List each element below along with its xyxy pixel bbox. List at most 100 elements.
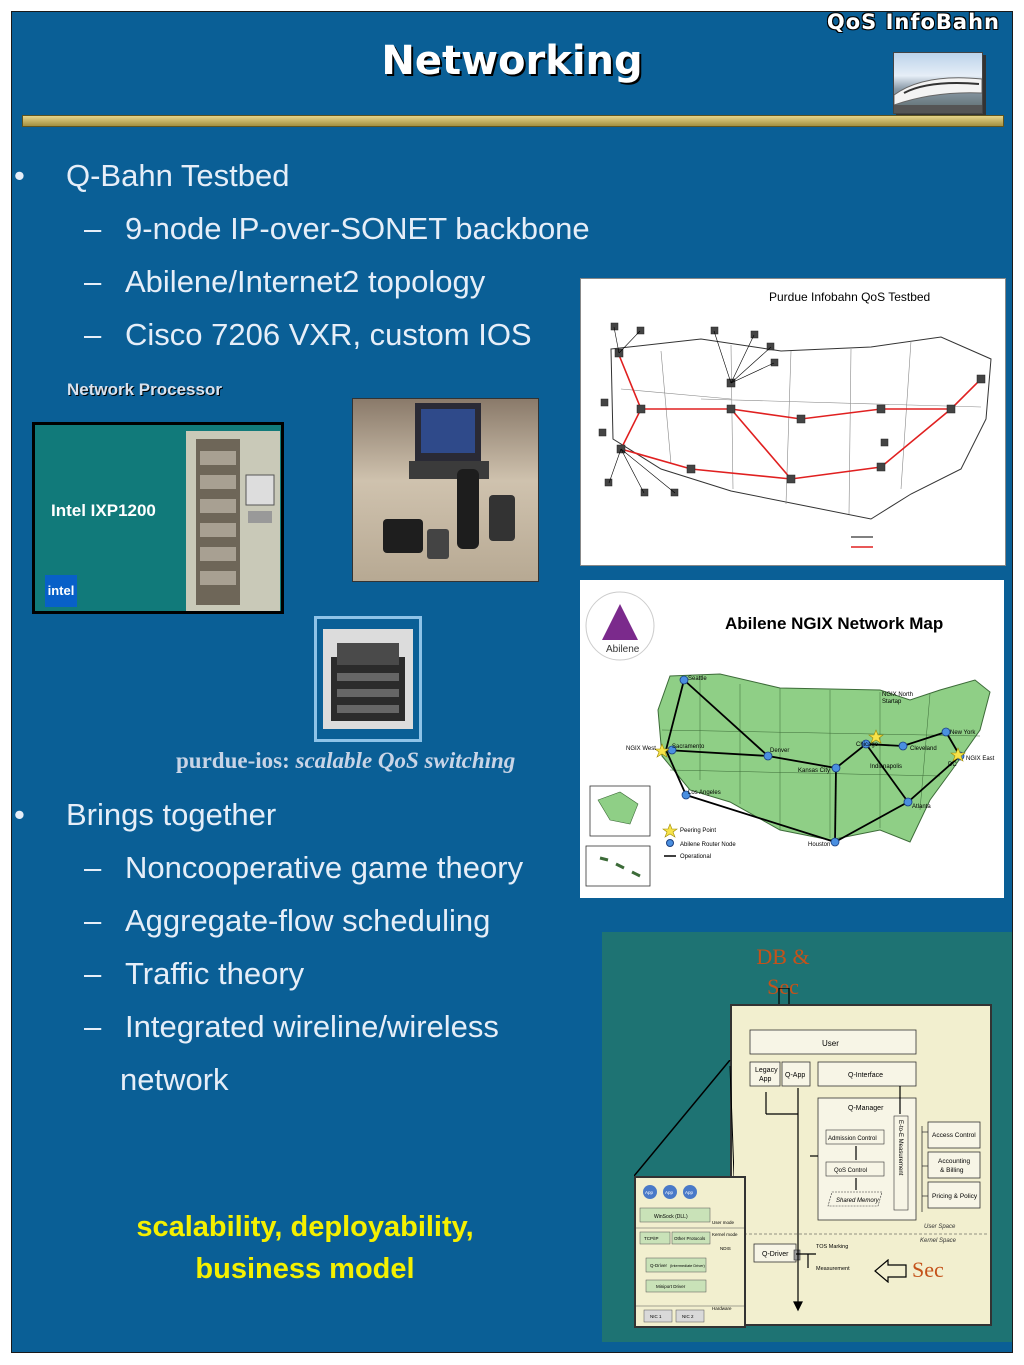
testbed-map-graphic: Purdue Infobahn QoS Testbed	[598, 290, 992, 548]
label-cleveland: Cleveland	[910, 746, 937, 752]
box-accounting-1: Accounting	[938, 1158, 971, 1165]
label-new-york: New York	[950, 730, 976, 736]
rack-image	[186, 431, 280, 611]
box-legacy-app-1: Legacy	[755, 1067, 778, 1074]
label-ngix-west: NGIX West	[626, 746, 656, 752]
box-user: User	[822, 1039, 839, 1048]
subbullet-game-theory: Noncooperative game theory	[125, 850, 524, 885]
tos-marking-label: TOS Marking	[816, 1244, 848, 1250]
caption-bold: purdue-ios:	[176, 748, 296, 773]
label-houston: Houston	[808, 842, 830, 848]
wireless-devices-photo	[352, 398, 539, 582]
bullet-testbed: Q-Bahn Testbed	[66, 158, 290, 193]
ixp-label: Intel IXP1200	[51, 501, 156, 520]
box-admission-control: Admission Control	[828, 1136, 877, 1142]
box-pricing-policy: Pricing & Policy	[932, 1193, 978, 1200]
caption-italic: scalable QoS switching	[295, 748, 516, 773]
detail-q-driver-note: (Intermediate Driver)	[670, 1264, 706, 1268]
label-ngix-north: NGIX North	[882, 692, 913, 698]
box-q-manager: Q-Manager	[848, 1105, 884, 1112]
label-sacramento: Sacramento	[672, 744, 705, 750]
subbullet-sonet: 9-node IP-over-SONET backbone	[125, 211, 590, 246]
dash-marker: –	[84, 903, 102, 938]
bullet-marker: •	[14, 797, 25, 832]
detail-miniport: Miniport Driver	[656, 1284, 686, 1289]
driver-detail-box: App App App WinSock (DLL) User mode Kern…	[634, 1176, 746, 1328]
abilene-logo-text: Abilene	[606, 644, 640, 655]
router-photo	[314, 616, 422, 742]
detail-ndis: NDIS	[720, 1246, 731, 1251]
architecture-main-box: User Legacy App Q-App Q-Interface Q-Mana…	[730, 1004, 992, 1326]
brand-label: QoS InfoBahn	[826, 10, 1000, 34]
box-q-app: Q-App	[785, 1072, 805, 1079]
subbullet-wireline-cont: network	[120, 1062, 229, 1097]
box-qos-control: QoS Control	[834, 1168, 867, 1174]
box-shared-memory: Shared Memory	[836, 1198, 880, 1204]
detail-app-2: App	[665, 1190, 674, 1195]
header-divider	[22, 115, 1004, 127]
abilene-map-graphic: Abilene Abilene NGIX Network Map Seattle…	[585, 591, 995, 887]
dash-marker: –	[84, 850, 102, 885]
dash-marker: –	[84, 264, 102, 299]
pda-graphic	[383, 403, 515, 559]
zoom-connector-lines	[634, 1060, 734, 1177]
dash-marker: –	[84, 1009, 102, 1044]
box-e2e-measurement: E-to-E Measurement	[897, 1120, 903, 1176]
page-title: Networking	[381, 38, 643, 84]
detail-kernel-mode: Kernel mode	[712, 1232, 738, 1237]
purdue-ios-caption: purdue-ios: scalable QoS switching	[176, 748, 515, 774]
tagline: scalability, deployability, business mod…	[60, 1206, 550, 1290]
box-accounting-2: & Billing	[940, 1167, 964, 1174]
legend-peering-point: Peering Point	[680, 828, 716, 834]
detail-hardware: Hardware	[712, 1306, 732, 1311]
tagline-line1: scalability, deployability,	[136, 1211, 474, 1243]
tagline-line2: business model	[195, 1253, 415, 1285]
driver-detail-graphic: App App App WinSock (DLL) User mode Kern…	[636, 1185, 744, 1323]
dash-marker: –	[84, 956, 102, 991]
box-legacy-app-2: App	[759, 1076, 772, 1083]
ixp-photo: Intel IXP1200 intel	[32, 422, 284, 614]
box-access-control: Access Control	[932, 1132, 976, 1139]
testbed-map: Purdue Infobahn QoS Testbed	[580, 278, 1006, 566]
train-image	[893, 52, 983, 114]
user-space-label: User Space	[924, 1224, 956, 1230]
subbullet-abilene: Abilene/Internet2 topology	[125, 264, 486, 299]
subbullet-traffic-theory: Traffic theory	[125, 956, 305, 991]
bullet-marker: •	[14, 158, 25, 193]
detail-winsock: WinSock (DLL)	[654, 1214, 688, 1220]
subbullet-scheduling: Aggregate-flow scheduling	[125, 903, 491, 938]
dash-marker: –	[84, 317, 102, 352]
bullet-brings-together: Brings together	[66, 797, 277, 832]
label-startap: Startap	[882, 699, 902, 705]
router-graphic	[331, 643, 405, 721]
db-sec-line2: Sec	[767, 974, 799, 999]
abilene-map: Abilene Abilene NGIX Network Map Seattle…	[580, 580, 1004, 898]
legend-operational: Operational	[680, 854, 711, 860]
subbullet-wireline: Integrated wireline/wireless	[125, 1009, 499, 1044]
qos-architecture-diagram: DB & Sec User Legacy App Q-App Q-Interfa…	[602, 932, 1012, 1342]
detail-tcpip: TCP/IP	[644, 1236, 659, 1241]
detail-nic2: NIC 2	[682, 1314, 694, 1319]
kernel-space-label: Kernel Space	[920, 1238, 957, 1244]
intel-logo: intel	[45, 575, 77, 607]
box-q-driver: Q-Driver	[762, 1251, 789, 1258]
db-sec-line1: DB &	[756, 944, 810, 969]
label-seattle: Seattle	[688, 676, 707, 682]
detail-app-3: App	[685, 1190, 694, 1195]
db-sec-label: DB & Sec	[752, 942, 814, 1002]
box-q-interface: Q-Interface	[848, 1072, 883, 1079]
detail-user-mode: User mode	[712, 1220, 735, 1225]
detail-app-1: App	[645, 1190, 654, 1195]
label-denver: Denver	[770, 748, 789, 754]
architecture-graphic: User Legacy App Q-App Q-Interface Q-Mana…	[734, 1029, 988, 1312]
label-atlanta: Atlanta	[912, 804, 931, 810]
rack-graphic	[196, 439, 275, 605]
subbullet-cisco: Cisco 7206 VXR, custom IOS	[125, 317, 532, 352]
label-dc: DC	[948, 762, 957, 768]
label-ngix-east: NGIX East	[966, 756, 995, 762]
label-indianapolis: Indianapolis	[870, 764, 902, 770]
sec-label: Sec	[912, 1257, 944, 1282]
label-kansas-city: Kansas City	[798, 768, 830, 774]
left-arrow-icon	[874, 1259, 907, 1283]
detail-nic1: NIC 1	[650, 1314, 662, 1319]
